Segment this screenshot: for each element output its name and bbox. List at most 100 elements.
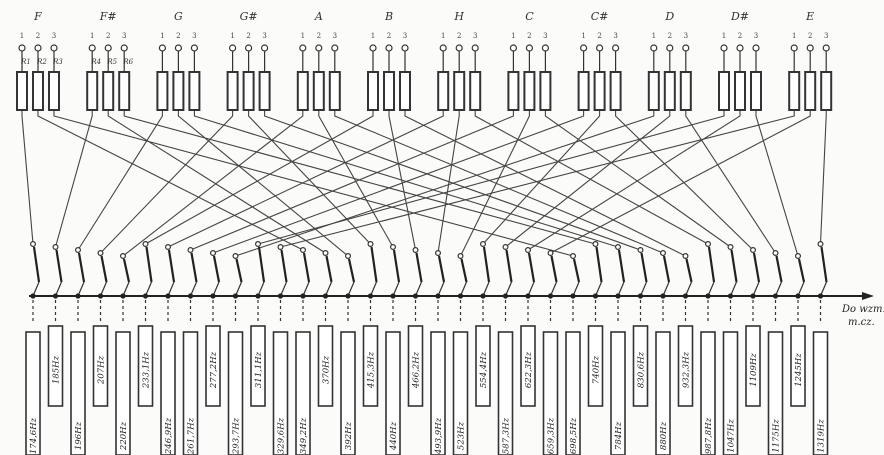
key-switch xyxy=(145,246,153,283)
bus-junction xyxy=(457,293,464,299)
bus-junction xyxy=(210,293,216,299)
connection-wire xyxy=(145,110,374,245)
switch-contact xyxy=(704,241,711,248)
bus-junction xyxy=(727,293,734,299)
input-terminal xyxy=(34,44,42,52)
key-frequency-label: 698,5Hz xyxy=(569,417,579,454)
input-terminal xyxy=(752,44,760,52)
key-switch xyxy=(775,255,783,283)
pin-number: 3 xyxy=(543,32,547,40)
connection-wire xyxy=(177,110,349,257)
input-terminal xyxy=(299,44,307,52)
pin-number: 1 xyxy=(160,32,164,40)
bus-junction xyxy=(705,293,711,299)
resistor xyxy=(226,71,239,111)
switch-contact xyxy=(772,250,779,257)
resistor xyxy=(156,71,169,111)
note-label: D# xyxy=(730,10,749,23)
switch-contact xyxy=(435,250,442,257)
switch-contact xyxy=(817,241,824,248)
connection-wire xyxy=(544,110,731,248)
black-key xyxy=(587,325,604,407)
bus-junction xyxy=(345,293,351,299)
resistor xyxy=(242,71,255,111)
resistor xyxy=(86,71,99,111)
switch-contact xyxy=(524,247,531,254)
switch-contact xyxy=(187,247,194,254)
pin-number: 3 xyxy=(824,32,828,40)
bus-junction xyxy=(300,293,306,299)
resistor xyxy=(820,71,833,111)
pin-number: 2 xyxy=(668,32,672,40)
switch-contact xyxy=(142,241,149,248)
pin-number: 3 xyxy=(262,32,266,40)
bus-junction xyxy=(637,293,644,299)
resistor xyxy=(453,71,466,111)
key-switch xyxy=(640,252,648,283)
key-frequency-label: 370Hz xyxy=(322,355,332,384)
resistor xyxy=(328,71,341,111)
resistor xyxy=(718,71,730,111)
resistor xyxy=(647,71,660,111)
white-key xyxy=(497,331,514,455)
pin-number: 2 xyxy=(36,32,40,40)
pin-number: 2 xyxy=(808,32,812,40)
connection-wire xyxy=(212,110,585,254)
key-frequency-label: 392Hz xyxy=(344,421,354,450)
key-frequency-label: 880Hz xyxy=(659,421,669,450)
key-frequency-label: 659,3Hz xyxy=(547,417,557,454)
resistor xyxy=(577,71,590,111)
switch-contact xyxy=(165,244,172,251)
connection-wire xyxy=(685,110,776,254)
bus-junction xyxy=(187,293,194,299)
input-terminal xyxy=(245,44,253,52)
input-terminal xyxy=(439,44,447,52)
input-terminal xyxy=(509,44,518,52)
white-key xyxy=(565,331,581,455)
key-frequency-label: 293,7Hz xyxy=(232,417,242,455)
switch-contact xyxy=(300,247,307,254)
input-terminal xyxy=(736,44,744,52)
switch-contact xyxy=(277,244,284,251)
pin-number: 1 xyxy=(20,32,24,40)
resistor-designation: R5 xyxy=(106,58,117,66)
key-frequency-label: 311,1Hz xyxy=(254,351,264,388)
bus-junction xyxy=(75,293,81,299)
pin-number: 3 xyxy=(613,32,617,40)
switch-contact xyxy=(502,244,509,251)
connection-wire xyxy=(248,110,371,245)
input-terminal xyxy=(315,44,323,52)
pin-number: 3 xyxy=(122,32,126,40)
switch-contact xyxy=(727,244,734,251)
input-terminal xyxy=(369,44,377,52)
connection-wire xyxy=(437,110,460,254)
bus-junction xyxy=(772,293,779,299)
connection-wire xyxy=(54,110,93,248)
key-frequency-label: 987,8Hz xyxy=(704,417,714,454)
white-key xyxy=(25,331,41,455)
key-switch xyxy=(752,252,761,283)
switch-contact xyxy=(97,250,104,257)
resistor xyxy=(679,71,692,111)
black-key xyxy=(205,325,221,407)
bus-junction xyxy=(615,293,621,299)
input-terminal xyxy=(806,44,814,52)
bus-label-line2: m.cz. xyxy=(848,317,875,328)
key-switch xyxy=(100,255,108,283)
white-key xyxy=(655,331,671,455)
connection-wire xyxy=(474,110,709,245)
pin-number: 1 xyxy=(301,32,305,40)
white-key xyxy=(340,331,356,455)
key-frequency-label: 174,6Hz xyxy=(29,417,39,454)
key-frequency-label: 207Hz xyxy=(97,355,107,385)
key-switch xyxy=(32,246,41,283)
key-frequency-label: 1109Hz xyxy=(749,353,759,387)
key-frequency-label: 493,9Hz xyxy=(434,417,444,455)
pin-number: 1 xyxy=(371,32,375,40)
input-terminal xyxy=(790,44,798,52)
key-switch xyxy=(190,252,198,283)
connection-wire xyxy=(482,110,601,245)
pin-number: 2 xyxy=(387,32,391,40)
white-key xyxy=(160,331,176,455)
